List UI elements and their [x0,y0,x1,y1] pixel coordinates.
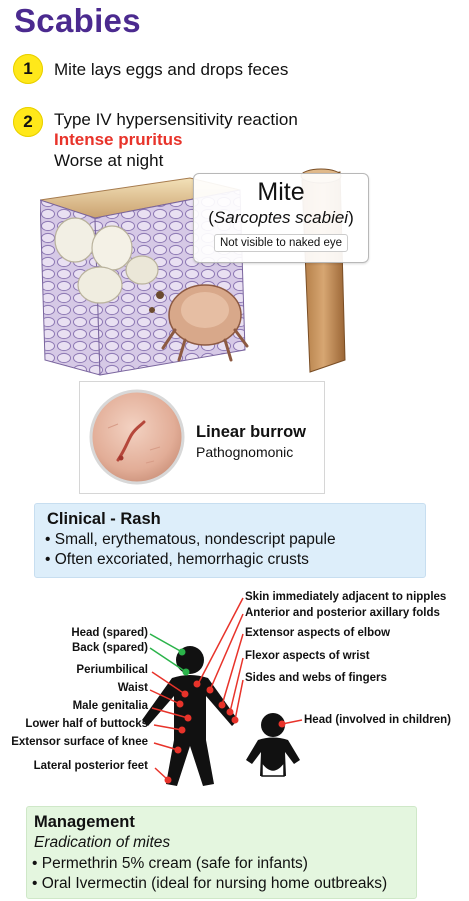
mite-note: Not visible to naked eye [213,234,349,252]
page-title: Scabies [14,2,141,39]
label-wrist: Flexor aspects of wrist [245,650,370,662]
mite-species-line: (Sarcoptes scabiei) [208,208,354,227]
clinical-title: Clinical - Rash [47,510,161,528]
step-2-badge: 2 [13,107,43,137]
label-elbow: Extensor aspects of elbow [245,627,391,639]
burrow-subtitle: Pathognomonic [196,444,294,460]
label-child-head: Head (involved in children) [304,714,451,726]
label-lower-buttocks: Lower half of buttocks [25,718,148,730]
clinical-bullet-1: • Small, erythematous, nondescript papul… [45,531,336,548]
lesion-dots [164,680,286,784]
step-2-extra: Worse at night [54,151,164,170]
label-male-genitalia: Male genitalia [72,700,148,712]
burrow-box: Linear burrow Pathognomonic [79,381,325,494]
label-nipples: Skin immediately adjacent to nipples [245,591,447,603]
label-waist: Waist [117,682,148,694]
management-bullet-2: • Oral Ivermectin (ideal for nursing hom… [32,875,388,892]
label-fingers: Sides and webs of fingers [245,672,387,684]
step-2-highlight: Intense pruritus [54,130,183,149]
label-periumbilical: Periumbilical [76,664,148,676]
management-subtitle: Eradication of mites [34,834,171,851]
label-feet: Lateral posterior feet [33,760,148,772]
mite-label-box: Mite (Sarcoptes scabiei) Not visible to … [193,173,369,263]
clinical-rash-box: Clinical - Rash • Small, erythematous, n… [34,503,426,578]
label-knee: Extensor surface of knee [11,736,148,748]
step-1-text: Mite lays eggs and drops feces [54,60,289,79]
label-head-spared: Head (spared) [71,627,148,639]
label-back-spared: Back (spared) [71,642,148,654]
management-title: Management [34,813,135,831]
mite-species: Sarcoptes scabiei [213,208,349,227]
clinical-bullet-2: • Often excoriated, hemorrhagic crusts [45,551,309,568]
burrow-title: Linear burrow [196,423,307,441]
label-axillary-folds: Anterior and posterior axillary folds [245,607,440,619]
body-distribution-diagram [142,597,303,786]
child-figure [246,713,300,777]
mite-title: Mite [257,178,305,206]
management-bullet-1: • Permethrin 5% cream (safe for infants) [32,855,308,872]
step-2-text: Type IV hypersensitivity reaction [54,110,298,129]
management-box: Management Eradication of mites • Permet… [26,806,417,899]
step-1-badge: 1 [13,54,43,84]
burrow-photo [89,389,185,485]
